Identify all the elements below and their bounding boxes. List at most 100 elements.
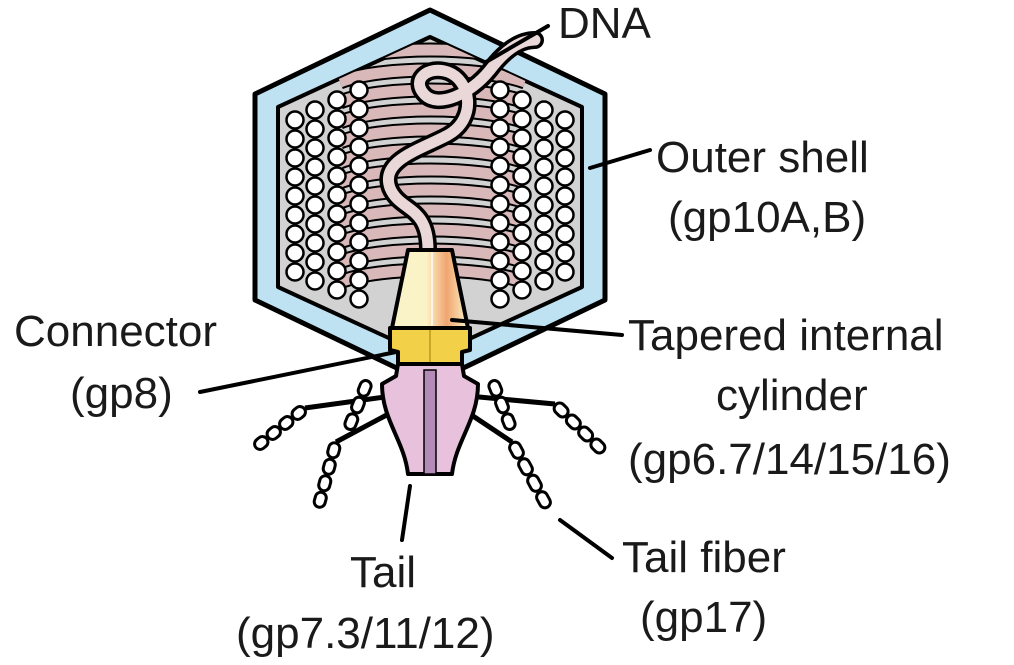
dna-circle <box>534 233 554 253</box>
tail-fiber-link <box>526 473 543 493</box>
dna-circle <box>285 243 305 263</box>
dna-circle <box>555 167 575 187</box>
dna-circle <box>534 138 554 158</box>
dna-circle <box>285 167 305 187</box>
dna-circle <box>490 289 510 309</box>
dna-circle <box>305 271 325 291</box>
dna-circle <box>490 270 510 290</box>
tail-fiber-link <box>508 440 525 460</box>
dna-circle <box>534 119 554 139</box>
dna-circle <box>285 148 305 168</box>
dna-circle <box>285 129 305 149</box>
dna-circle <box>490 156 510 176</box>
leader-dna <box>484 24 550 64</box>
dna-circle <box>305 157 325 177</box>
label-dna: DNA <box>558 0 652 48</box>
dna-circle <box>534 252 554 272</box>
connector <box>388 326 472 366</box>
dna-circle <box>349 175 369 195</box>
dna-circle <box>512 280 532 300</box>
dna-circle <box>305 214 325 234</box>
dna-circle <box>327 147 347 167</box>
dna-circle <box>349 213 369 233</box>
dna-circle <box>349 194 369 214</box>
dna-circle <box>512 90 532 110</box>
label-connector: Connector <box>14 307 217 356</box>
dna-circle <box>490 118 510 138</box>
tail-fiber-link <box>343 412 360 431</box>
dna-circle <box>534 195 554 215</box>
dna-circle <box>305 176 325 196</box>
dna-circle <box>512 261 532 281</box>
tail-fiber-link <box>350 395 366 415</box>
dna-circle <box>512 128 532 148</box>
tail-fiber-link <box>500 412 517 431</box>
dna-circle <box>305 119 325 139</box>
leader-lines <box>198 24 652 560</box>
label-tail-fiber: Tail fiber <box>622 533 786 582</box>
tail-fiber-link <box>535 490 552 510</box>
dna-circle <box>349 80 369 100</box>
tail-fiber-rod <box>467 393 556 407</box>
label-outer-shell-gp: (gp10A,B) <box>668 193 866 242</box>
tail-fiber-link <box>494 395 510 415</box>
tail-fiber-link <box>487 379 504 398</box>
dna-circle <box>327 109 347 129</box>
dna-circle <box>555 129 575 149</box>
tail-fiber-link <box>321 457 337 476</box>
tail-tube <box>423 369 437 475</box>
dna-circle <box>534 271 554 291</box>
label-tail-fiber-gp: (gp17) <box>640 593 767 642</box>
label-outer-shell: Outer shell <box>656 133 869 182</box>
label-tail: Tail <box>350 548 416 597</box>
packed-dna-circles <box>285 80 575 309</box>
tail-fiber-rod <box>304 393 393 411</box>
label-tapered-cylinder-gp: (gp6.7/14/15/16) <box>628 435 951 484</box>
dna-circle <box>305 100 325 120</box>
dna-circle <box>327 90 347 110</box>
dna-circle <box>555 205 575 225</box>
dna-circle <box>490 213 510 233</box>
dna-circle <box>285 262 305 282</box>
tail-fiber-link <box>253 435 270 451</box>
dna-circle <box>327 280 347 300</box>
tail <box>380 362 480 476</box>
tail-fiber-link <box>577 425 595 443</box>
label-connector-gp: (gp8) <box>70 369 173 418</box>
leader-tail <box>400 484 412 542</box>
dna-circle <box>349 137 369 157</box>
label-tapered-cylinder: Tapered internal <box>628 311 944 360</box>
dna-circle <box>555 262 575 282</box>
dna-circle <box>349 156 369 176</box>
dna-circle <box>327 185 347 205</box>
dna-circle <box>512 204 532 224</box>
leader-tapered-cylinder <box>450 318 624 337</box>
tail-fiber-link <box>356 379 373 398</box>
dna-circle <box>349 118 369 138</box>
dna-circle <box>349 251 369 271</box>
dna-circle <box>490 251 510 271</box>
dna-circle <box>349 289 369 309</box>
tail-fiber-link <box>552 401 570 419</box>
dna-circle <box>534 157 554 177</box>
dna-circle <box>512 109 532 129</box>
dna-circle <box>327 204 347 224</box>
dna-circle <box>305 233 325 253</box>
tail-fiber-link <box>517 457 534 477</box>
dna-circle <box>555 243 575 263</box>
dna-strand <box>379 31 544 259</box>
dna-circle <box>512 223 532 243</box>
dna-circle <box>512 242 532 262</box>
dna-circle <box>327 242 347 262</box>
dna-circle <box>490 232 510 252</box>
label-tapered-cylinder-2: cylinder <box>716 371 868 420</box>
dna-circle <box>305 138 325 158</box>
dna-circle <box>490 80 510 100</box>
dna-circle <box>305 195 325 215</box>
labels: DNA Outer shell (gp10A,B) Connector (gp8… <box>14 0 951 658</box>
dna-circle <box>327 128 347 148</box>
dna-circle <box>327 166 347 186</box>
label-tail-gp: (gp7.3/11/12) <box>236 609 494 658</box>
dna-circle <box>285 224 305 244</box>
